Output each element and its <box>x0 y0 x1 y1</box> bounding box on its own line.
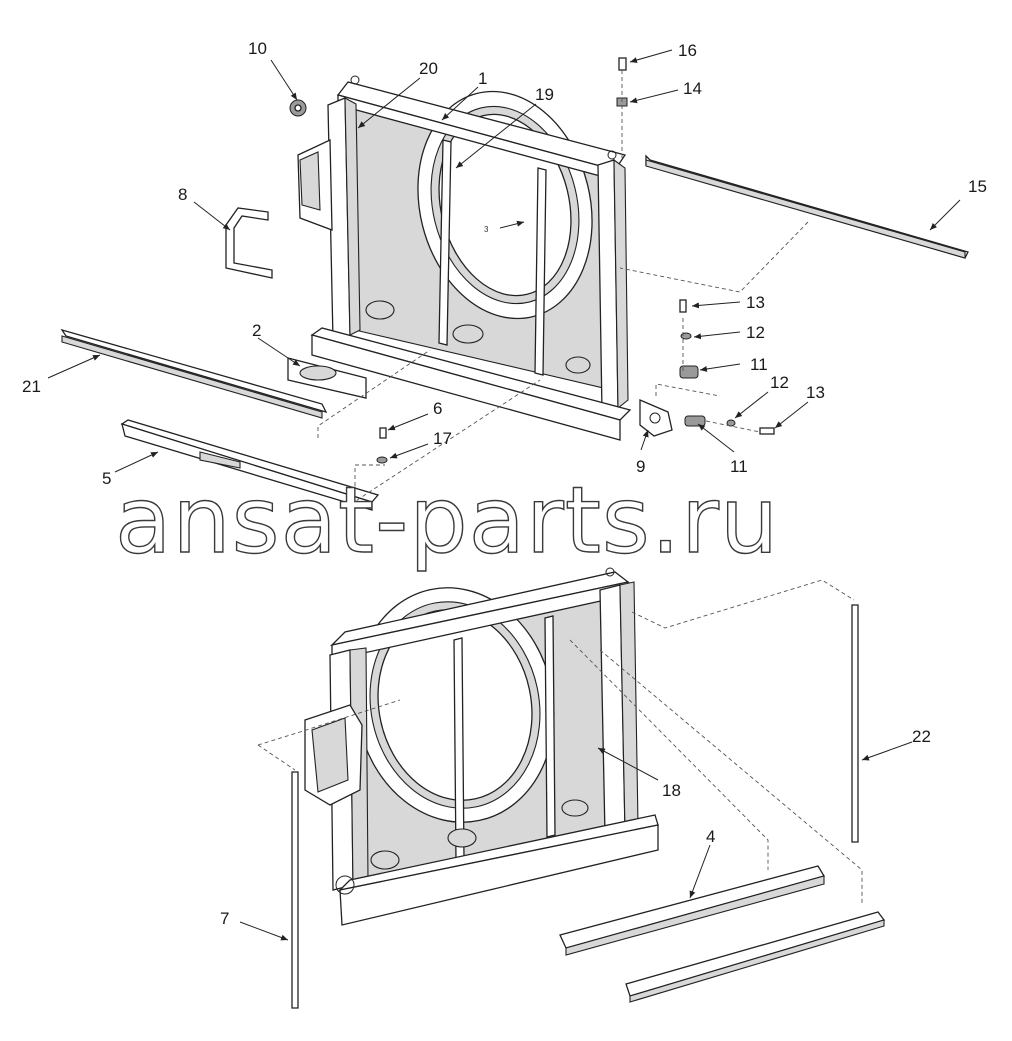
label-16: 16 <box>678 41 697 60</box>
label-11a: 11 <box>750 355 768 374</box>
label-21: 21 <box>22 377 41 396</box>
label-8: 8 <box>178 185 187 204</box>
label-14: 14 <box>683 79 702 98</box>
label-20: 18 <box>662 781 681 800</box>
label-1: 1 <box>478 69 487 88</box>
label-12b: 12 <box>770 373 789 392</box>
hardware-fasteners <box>376 57 775 464</box>
part-labels: 10 20 1 19 16 14 15 8 3 13 12 11 12 13 2… <box>22 39 987 928</box>
label-11b: 11 <box>730 457 748 476</box>
part-5-bracket <box>120 419 380 511</box>
part-7-strip <box>291 771 299 1009</box>
label-4: 4 <box>706 827 715 846</box>
label-19: 20 <box>419 59 438 78</box>
label-18: 19 <box>535 85 554 104</box>
part-22-strip <box>851 604 859 843</box>
part-10-wheel <box>289 99 307 117</box>
part-8-handle <box>225 207 273 279</box>
label-10: 10 <box>248 39 267 58</box>
label-22: 22 <box>912 727 931 746</box>
lower-bracket-strip <box>625 911 886 1003</box>
label-13b: 13 <box>806 383 825 402</box>
label-13a: 13 <box>746 293 765 312</box>
part-9-mount <box>639 399 673 437</box>
part-21-strip <box>60 328 328 419</box>
upper-frame-assembly <box>297 75 632 441</box>
label-2: 2 <box>252 321 261 340</box>
label-3: 3 <box>484 225 489 234</box>
label-5: 5 <box>102 469 111 488</box>
label-7: 7 <box>220 909 229 928</box>
label-17: 17 <box>433 429 452 448</box>
part-15-bar <box>645 154 969 259</box>
label-9: 9 <box>636 457 645 476</box>
leader-lines <box>47 49 961 941</box>
assembly-lines-lower <box>257 579 863 905</box>
label-6: 6 <box>433 399 442 418</box>
part-2-plate <box>287 357 367 399</box>
assembly-lines-upper <box>317 70 809 509</box>
lower-frame-assembly <box>304 567 659 926</box>
label-15: 15 <box>968 177 987 196</box>
part-4-angle <box>559 865 825 956</box>
watermark-text: ansat-parts.ru <box>115 467 779 574</box>
label-12a: 12 <box>746 323 765 342</box>
